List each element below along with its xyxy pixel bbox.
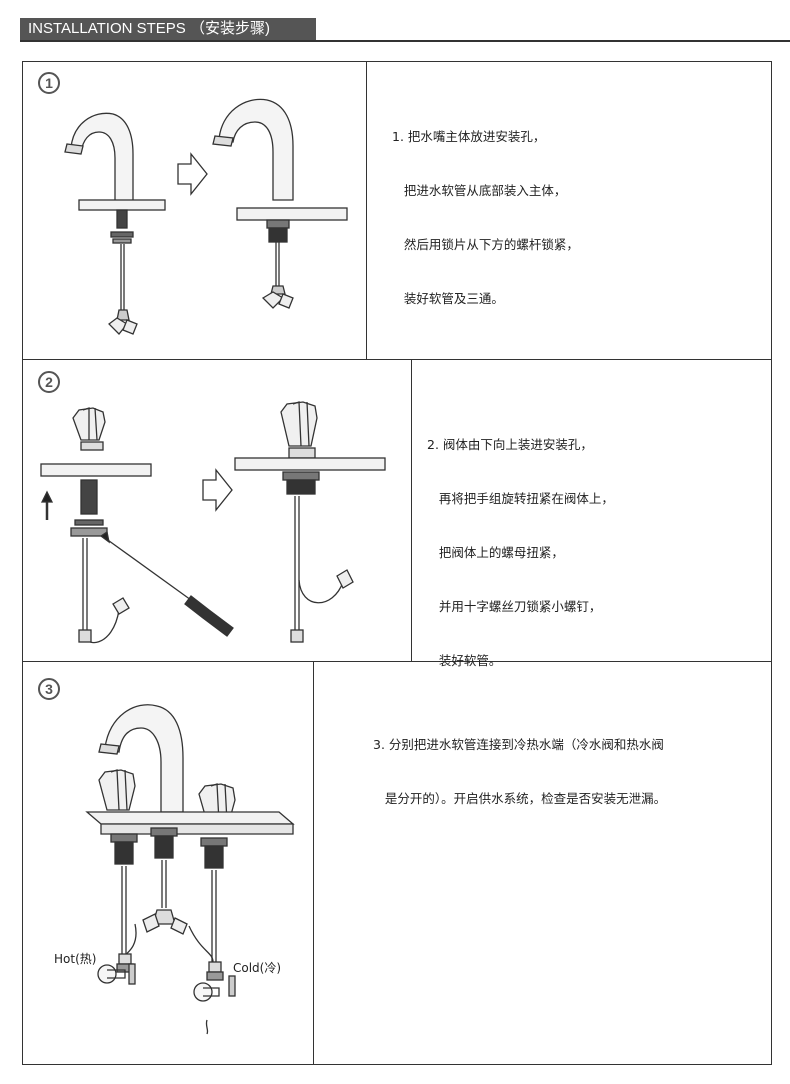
instruction-line: 装好软管。 [427,653,502,668]
step-3-illustration [85,704,295,1035]
row-divider-1 [22,359,772,360]
hot-label: Hot(热) [54,952,97,966]
step-1-illustration [64,98,348,335]
col-divider-2 [411,359,412,661]
section-header: INSTALLATION STEPS （安装步骤) [20,18,316,40]
step-1-instructions: 1. 把水嘴主体放进安装孔， 把进水软管从底部装入主体， 然后用锁片从下方的螺杆… [392,92,579,326]
step-2-instructions: 2. 阀体由下向上装进安装孔， 再将把手组旋转扭紧在阀体上， 把阀体上的螺母扭紧… [427,400,614,688]
instruction-line: 1. 把水嘴主体放进安装孔， [392,129,546,144]
instruction-line: 然后用锁片从下方的螺杆锁紧， [392,237,579,252]
instruction-line: 把进水软管从底部装入主体， [392,183,567,198]
instruction-line: 把阀体上的螺母扭紧， [427,545,564,560]
instruction-line: 是分开的）。开启供水系统，检查是否安装无泄漏。 [373,791,667,806]
step-2-illustration [40,401,386,644]
header-rule [20,40,790,42]
instruction-line: 并用十字螺丝刀锁紧小螺钉， [427,599,602,614]
step-number-2: 2 [38,371,60,393]
steps-frame [22,61,772,1065]
step-3-instructions: 3. 分别把进水软管连接到冷热水端（冷水阀和热水阀 是分开的）。开启供水系统，检… [373,700,666,826]
row-divider-2 [22,661,772,662]
col-divider-3 [313,661,314,1065]
instruction-line: 再将把手组旋转扭紧在阀体上， [427,491,614,506]
col-divider-1 [366,61,367,359]
instruction-line: 2. 阀体由下向上装进安装孔， [427,437,593,452]
instruction-line: 3. 分别把进水软管连接到冷热水端（冷水阀和热水阀 [373,737,664,752]
step-number-1: 1 [38,72,60,94]
instruction-line: 装好软管及三通。 [392,291,504,306]
step-number-3: 3 [38,678,60,700]
cold-label: Cold(冷) [233,961,282,975]
